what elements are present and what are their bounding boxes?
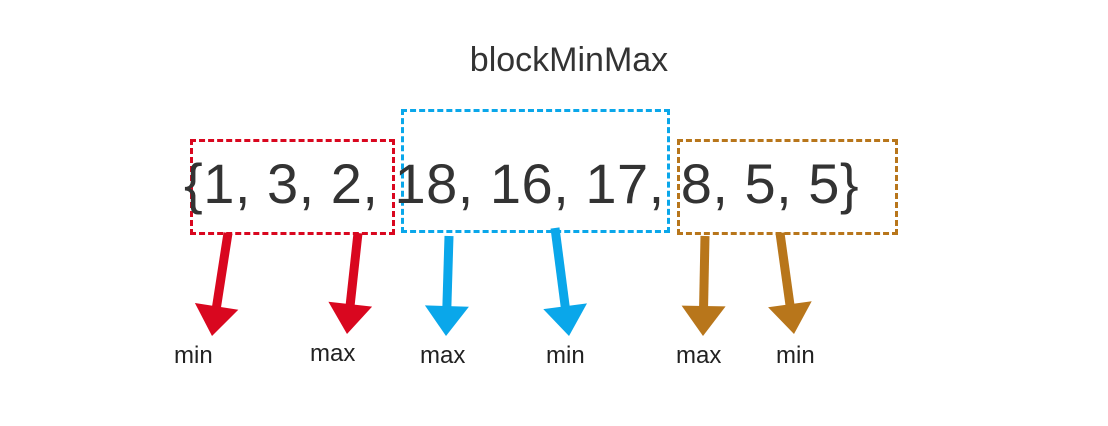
arrow-block-3-max-shaft bbox=[699, 235, 710, 309]
arrow-block-1-max-head bbox=[328, 301, 373, 334]
block-1-values: 1, 3, 2, bbox=[203, 152, 379, 215]
arrow-block-2-max-head bbox=[424, 305, 469, 336]
arrow-block-3-max bbox=[681, 235, 726, 336]
block-2-frame bbox=[401, 109, 670, 233]
arrow-block-1-min-shaft bbox=[211, 232, 233, 310]
block-1-frame bbox=[190, 139, 395, 235]
label-max-3: max bbox=[676, 342, 722, 369]
block-2-values: 18, 16, 17, bbox=[394, 152, 665, 215]
arrow-block-3-min bbox=[768, 232, 812, 334]
arrow-block-3-min-shaft bbox=[775, 232, 795, 307]
block-3-values: 8, 5, 5 bbox=[680, 152, 840, 215]
arrow-block-1-min bbox=[194, 232, 239, 336]
arrow-block-1-min-head bbox=[194, 303, 239, 336]
arrow-block-1-max bbox=[328, 232, 373, 334]
arrow-block-2-max bbox=[424, 235, 469, 336]
number-sequence: {1, 3, 2, 18, 16, 17, 8, 5, 5} bbox=[184, 152, 859, 216]
arrow-block-2-min-shaft bbox=[550, 227, 570, 309]
label-min-1: min bbox=[174, 342, 213, 369]
label-min-3: min bbox=[776, 342, 815, 369]
arrow-block-3-min-head bbox=[768, 301, 812, 334]
label-max-2: max bbox=[420, 342, 466, 369]
arrow-block-2-max-shaft bbox=[442, 235, 454, 309]
open-brace: { bbox=[184, 152, 204, 215]
close-brace: } bbox=[839, 152, 860, 215]
label-min-2: min bbox=[546, 342, 585, 369]
arrow-block-2-min bbox=[543, 227, 587, 336]
block-3-frame bbox=[677, 139, 898, 235]
arrow-block-2-min-head bbox=[543, 303, 587, 336]
label-max-1: max bbox=[310, 340, 356, 367]
arrow-block-1-max-shaft bbox=[345, 232, 363, 307]
diagram-title: blockMinMax bbox=[469, 41, 669, 79]
arrow-block-3-max-head bbox=[681, 305, 726, 336]
